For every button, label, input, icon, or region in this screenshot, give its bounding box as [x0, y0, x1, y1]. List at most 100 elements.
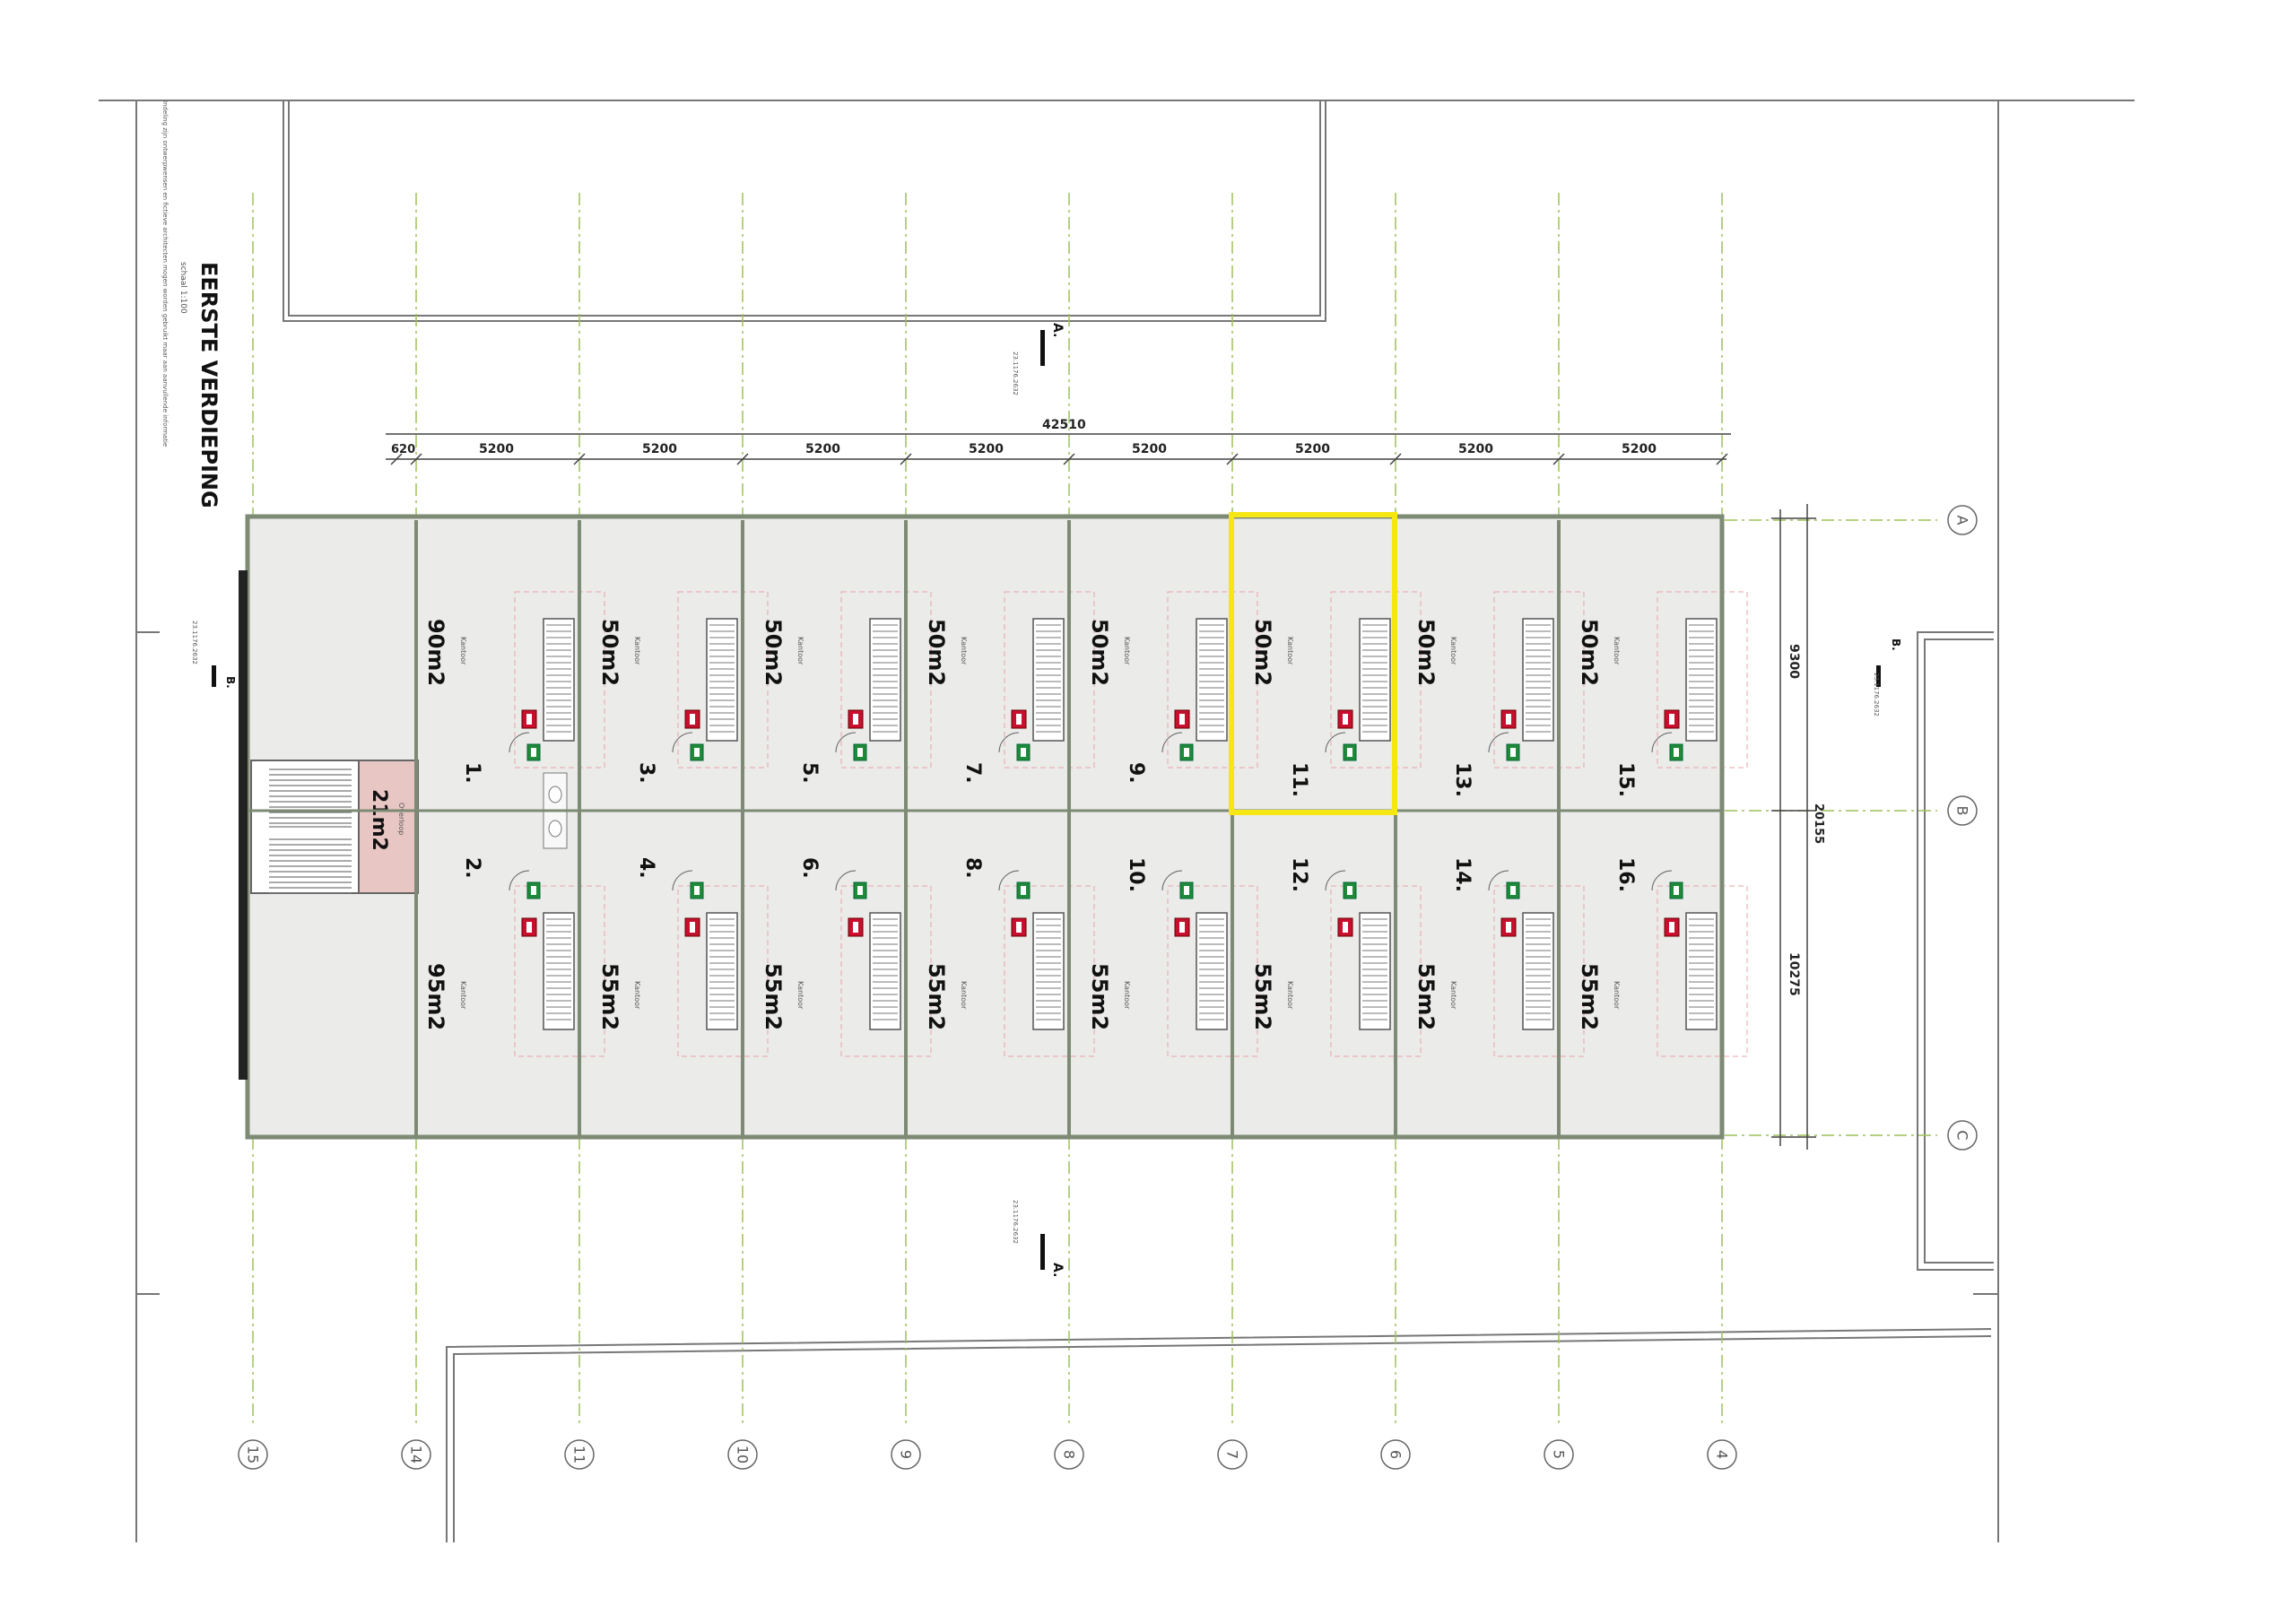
- overloop-area-label: 21m2: [368, 789, 390, 851]
- unit-staircase: [706, 912, 738, 1030]
- room-type: Kantoor: [1123, 637, 1131, 665]
- fire-extinguisher-icon: [1664, 917, 1680, 937]
- room-area: 50m2: [1087, 619, 1112, 686]
- exit-sign-icon: [1488, 870, 1520, 899]
- exit-sign-icon: [1161, 732, 1194, 761]
- fire-extinguisher-icon: [1664, 709, 1680, 729]
- stair-zone-outline: [1493, 885, 1585, 1057]
- top-dimensions: [386, 433, 1731, 465]
- grid-bubble-5: 5: [1544, 1439, 1574, 1470]
- dimension-tick: [573, 453, 586, 465]
- room-area: 55m2: [1577, 963, 1602, 1030]
- room-type: Kantoor: [796, 637, 804, 665]
- unit-staircase: [1032, 912, 1065, 1030]
- section-ref-top: 23.1176.2632: [1012, 352, 1019, 395]
- room-type: Kantoor: [960, 637, 968, 665]
- grid-bubble-A: A: [1947, 505, 1978, 535]
- stair-zone-outline: [1657, 885, 1748, 1057]
- fire-extinguisher-icon: [1011, 917, 1027, 937]
- section-markers: A. A. B. B. 23.1176.2632 23.1176.2632 23…: [191, 323, 1902, 1277]
- room-type: Kantoor: [1613, 981, 1621, 1010]
- exit-sign-icon: [1161, 870, 1194, 899]
- room-area: 90m2: [423, 619, 448, 686]
- exit-sign-icon: [835, 870, 867, 899]
- fire-extinguisher-icon: [1337, 917, 1353, 937]
- dimension-tick: [410, 453, 422, 465]
- room-number: 3.: [635, 762, 657, 784]
- dimension-tick: [736, 453, 749, 465]
- grid-bubble-label: 5: [1551, 1450, 1568, 1459]
- overall-dimension: 42510: [1042, 418, 1086, 432]
- stair-zone-outline: [1004, 591, 1095, 769]
- room-number: 8.: [961, 857, 984, 879]
- room-9: 50m2 Kantoor 9.: [1087, 619, 1147, 784]
- section-ref-left: 23.1176.2632: [191, 621, 198, 664]
- room-area: 50m2: [1577, 619, 1602, 686]
- room-number: 14.: [1451, 857, 1474, 892]
- bay-dimension: 5200: [805, 442, 840, 456]
- room-type: Kantoor: [633, 981, 641, 1010]
- room-number: 1.: [461, 762, 483, 784]
- walls: [248, 520, 1724, 1135]
- fire-extinguisher-icon: [1011, 709, 1027, 729]
- fire-extinguisher-icon: [1337, 709, 1353, 729]
- stair-zone-outline: [1167, 885, 1258, 1057]
- fire-extinguisher-icon: [521, 917, 537, 937]
- room-area: 50m2: [1413, 619, 1439, 686]
- room-type: Kantoor: [1286, 981, 1294, 1010]
- grid-bubble-14: 14: [401, 1439, 431, 1470]
- exit-sign-icon: [1488, 732, 1520, 761]
- room-number: 7.: [961, 762, 984, 784]
- room-4: 55m2 Kantoor 4.: [597, 857, 657, 1030]
- fire-extinguisher-icon: [684, 709, 700, 729]
- stair-zone-outline: [1167, 591, 1258, 769]
- exit-sign-icon: [835, 732, 867, 761]
- section-b-left: B.: [224, 676, 237, 689]
- room-number: 12.: [1288, 857, 1310, 892]
- grid-bubble-6: 6: [1380, 1439, 1411, 1470]
- dimension-tick: [1226, 453, 1239, 465]
- room-area: 50m2: [924, 619, 949, 686]
- room-number: 2.: [461, 857, 483, 879]
- room-number: 4.: [635, 857, 657, 879]
- room-area: 50m2: [761, 619, 786, 686]
- grid-bubble-label: 10: [735, 1446, 752, 1463]
- grid-bubble-label: 9: [898, 1450, 915, 1459]
- stair-zone-outline: [514, 885, 605, 1057]
- room-7: 50m2 Kantoor 7.: [924, 619, 984, 784]
- room-area: 55m2: [1087, 963, 1112, 1030]
- overloop-area: [358, 760, 419, 894]
- building-outline: [239, 514, 1725, 1140]
- room-area: 55m2: [597, 963, 622, 1030]
- grid-bubble-8: 8: [1054, 1439, 1084, 1470]
- stair-zone-outline: [1004, 885, 1095, 1057]
- highlighted-unit-outline: [1229, 512, 1397, 815]
- stair-zone-outline: [677, 885, 769, 1057]
- unit-staircase: [1359, 912, 1391, 1030]
- dimension-tick: [900, 453, 912, 465]
- room-type: Kantoor: [1286, 637, 1294, 665]
- room-number: 9.: [1125, 762, 1147, 784]
- room-area: 50m2: [597, 619, 622, 686]
- room-area: 55m2: [1250, 963, 1275, 1030]
- unit-staircase: [706, 618, 738, 742]
- stair-zone-outline: [1330, 885, 1422, 1057]
- section-ref-right: 23.1176.2632: [1873, 673, 1880, 716]
- exit-sign-icon: [998, 732, 1031, 761]
- fire-extinguisher-icon: [848, 917, 864, 937]
- exit-sign-icon: [1325, 870, 1357, 899]
- grid-bubble-7: 7: [1217, 1439, 1248, 1470]
- fire-extinguisher-icon: [1174, 709, 1190, 729]
- room-type: Kantoor: [1613, 637, 1621, 665]
- exit-sign-icon: [509, 732, 541, 761]
- stair-zone-outline: [840, 885, 932, 1057]
- room-type: Kantoor: [796, 981, 804, 1010]
- stair-zone-outline: [1657, 591, 1748, 769]
